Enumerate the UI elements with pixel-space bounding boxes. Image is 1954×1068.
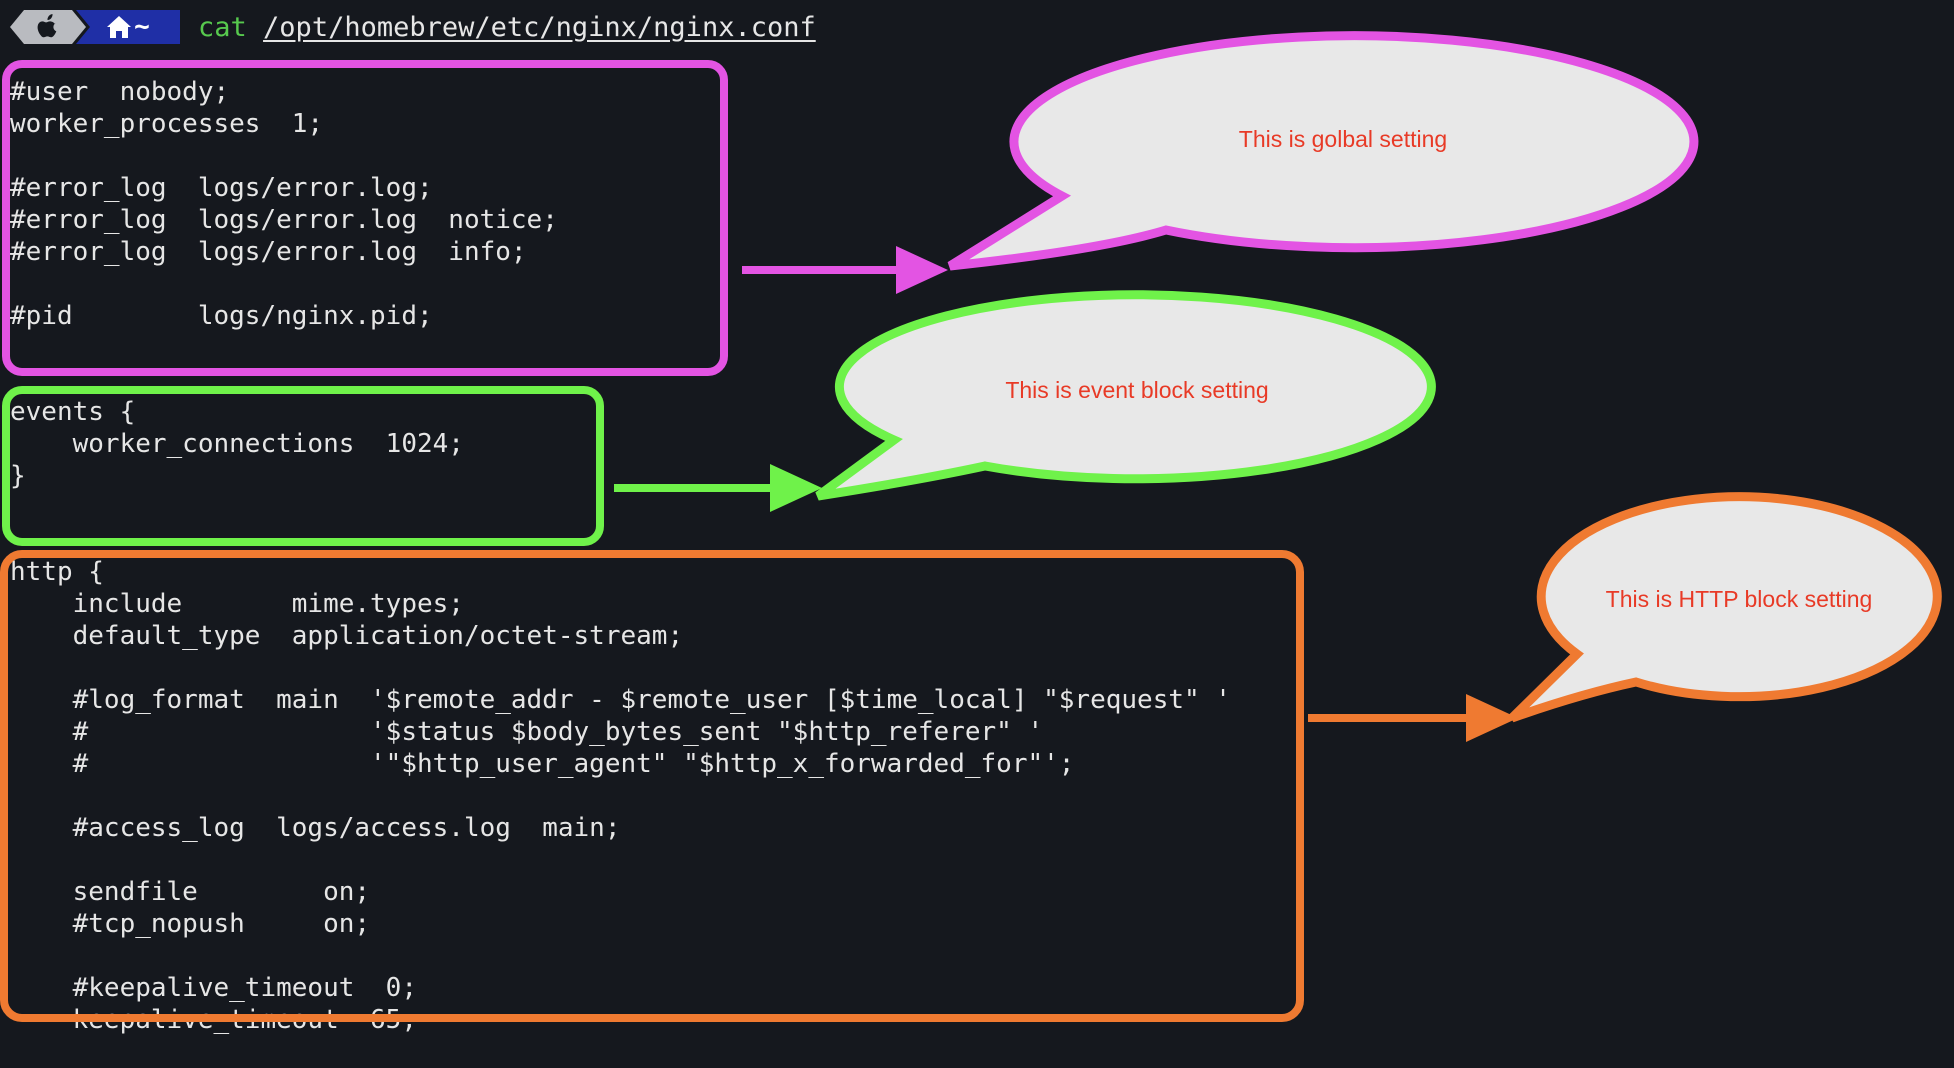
- events-callout-text: This is event block setting: [1005, 377, 1268, 403]
- apple-icon: [37, 14, 57, 38]
- events-callout: This is event block setting: [815, 290, 1436, 501]
- events-block-box: [2, 386, 604, 546]
- http-arrow: [1308, 694, 1518, 742]
- code-line: #pid logs/nginx.pid;: [10, 301, 433, 331]
- code-line: # '$status $body_bytes_sent "$http_refer…: [10, 717, 1044, 747]
- http-block-box: [0, 550, 1304, 1022]
- code-line: #access_log logs/access.log main;: [10, 813, 621, 843]
- global-block-box: [2, 60, 728, 376]
- http-callout-text: This is HTTP block setting: [1606, 586, 1873, 612]
- home-suffix: ~: [134, 12, 150, 42]
- code-line: #tcp_nopush on;: [10, 909, 371, 939]
- command-path[interactable]: /opt/homebrew/etc/nginx/nginx.conf: [263, 11, 816, 43]
- code-line: }: [10, 461, 26, 491]
- code-line: http {: [10, 557, 104, 587]
- command-text: cat /opt/homebrew/etc/nginx/nginx.conf: [198, 12, 816, 43]
- code-line: #error_log logs/error.log info;: [10, 237, 527, 267]
- code-line: worker_connections 1024;: [10, 429, 464, 459]
- cwd-segment: ~: [76, 10, 180, 44]
- events-arrow: [614, 464, 822, 512]
- code-line: #error_log logs/error.log;: [10, 173, 433, 203]
- code-line: sendfile on;: [10, 877, 371, 907]
- code-line: #keepalive_timeout 0;: [10, 973, 417, 1003]
- global-callout-text: This is golbal setting: [1239, 126, 1447, 152]
- code-line: worker_processes 1;: [10, 109, 324, 139]
- code-line: default_type application/octet-stream;: [10, 621, 684, 651]
- code-line: #user nobody;: [10, 77, 230, 107]
- code-line: #log_format main '$remote_addr - $remote…: [10, 685, 1231, 715]
- global-arrow: [742, 246, 948, 294]
- os-segment: [10, 10, 86, 44]
- code-line: #error_log logs/error.log notice;: [10, 205, 558, 235]
- command-name: cat: [198, 11, 247, 43]
- code-line: events {: [10, 397, 136, 427]
- prompt-line: ~ cat /opt/homebrew/etc/nginx/nginx.conf: [10, 10, 816, 44]
- code-line: include mime.types;: [10, 589, 464, 619]
- home-icon: [107, 16, 132, 38]
- terminal-output: #user nobody;worker_processes 1; #error_l…: [10, 76, 1231, 1036]
- code-line: # '"$http_user_agent" "$http_x_forwarded…: [10, 749, 1075, 779]
- global-callout: This is golbal setting: [947, 31, 1699, 271]
- http-callout: This is HTTP block setting: [1508, 492, 1942, 723]
